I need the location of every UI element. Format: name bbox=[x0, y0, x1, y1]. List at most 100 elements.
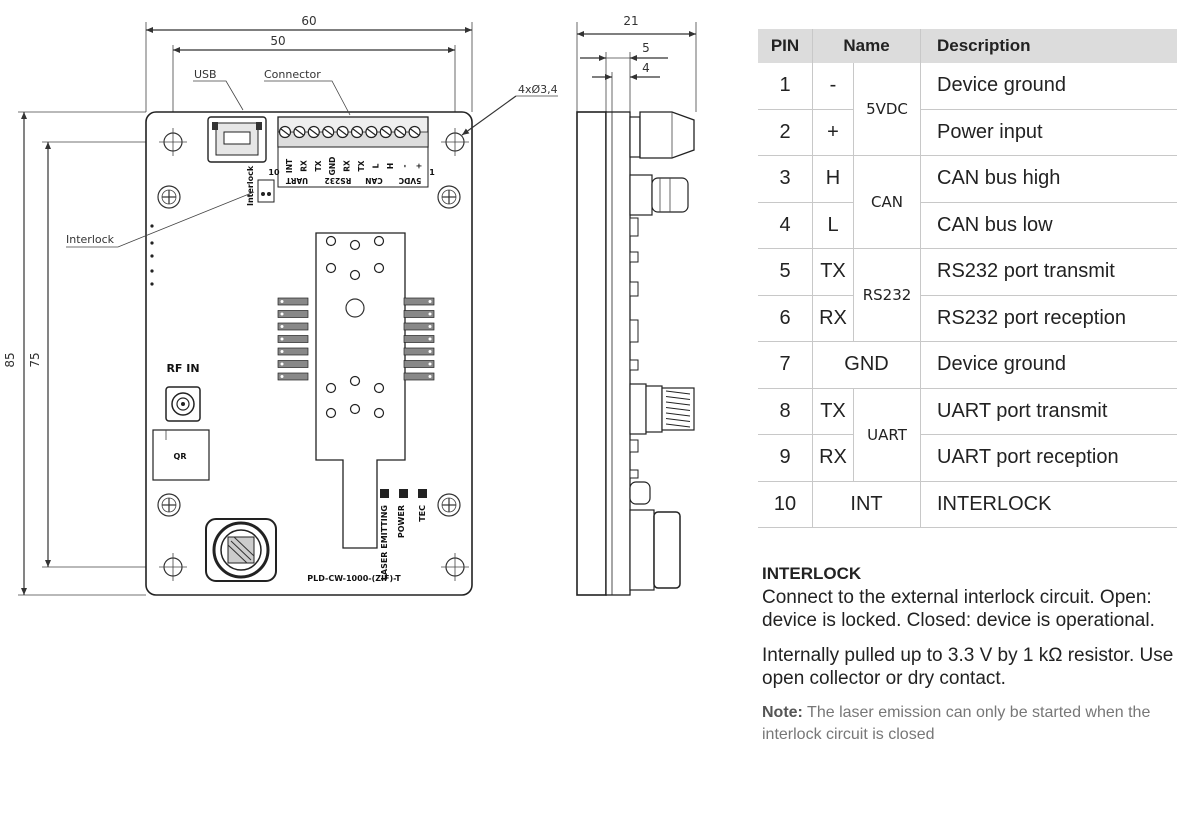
side-component bbox=[629, 359, 639, 371]
led-label-laser: LASER EMITTING bbox=[380, 505, 389, 580]
sma-thread-line bbox=[665, 390, 691, 395]
sma-thread-line bbox=[665, 396, 691, 400]
interlock-callout-label: Interlock bbox=[66, 233, 115, 246]
socket-hole bbox=[349, 403, 361, 415]
side-component bbox=[629, 281, 639, 297]
pin-description: INTERLOCK bbox=[920, 481, 1177, 528]
pin-label: TX bbox=[314, 160, 323, 171]
pin-table: PIN Name Description 1 - 5VDC Device gro… bbox=[758, 29, 1177, 528]
left-pads bbox=[277, 297, 309, 381]
pin-signal: RX bbox=[812, 434, 854, 482]
pad bbox=[403, 360, 435, 368]
table-row: 2 + Power input bbox=[758, 109, 1177, 156]
side-view: 21 5 4 bbox=[576, 14, 697, 596]
pin-signal: + bbox=[812, 109, 854, 156]
pin-number: 10 bbox=[758, 481, 813, 528]
table-row: 4 L CAN bus low bbox=[758, 202, 1177, 249]
socket-hole bbox=[373, 382, 385, 394]
pin-label: H bbox=[386, 163, 395, 169]
pad bbox=[403, 347, 435, 356]
table-row: 9 RX UART port reception bbox=[758, 434, 1177, 482]
holes-callout-label: 4xØ3,4 bbox=[518, 83, 558, 96]
table-row: 1 - 5VDC Device ground bbox=[758, 63, 1177, 156]
interlock-section: INTERLOCK Connect to the external interl… bbox=[762, 564, 1195, 746]
pin-group-label: CAN bbox=[365, 176, 383, 185]
mechanical-drawing: 60 50 85 75 bbox=[3, 14, 697, 596]
side-component bbox=[629, 217, 639, 237]
pad bbox=[277, 360, 309, 368]
pad bbox=[277, 322, 309, 331]
table-row: 7 GND Device ground bbox=[758, 341, 1177, 389]
terminal-screw bbox=[293, 125, 306, 139]
sma-thread-line bbox=[665, 407, 691, 411]
terminal-screw bbox=[350, 125, 364, 139]
pin-number-1: 1 bbox=[429, 168, 435, 177]
interlock-callout: Interlock bbox=[66, 191, 255, 248]
dim-21-label: 21 bbox=[623, 14, 638, 28]
pad bbox=[277, 310, 309, 318]
pcb-side bbox=[605, 111, 631, 596]
dim-85-label: 85 bbox=[3, 352, 17, 367]
socket-hole bbox=[373, 235, 385, 247]
pin-group-label: UART bbox=[285, 176, 308, 185]
pin-group: UART bbox=[853, 388, 921, 482]
sma-thread-line bbox=[665, 423, 691, 428]
pad bbox=[277, 335, 309, 343]
dim-50-label: 50 bbox=[270, 34, 285, 48]
pin-group: RS232 bbox=[853, 248, 921, 342]
pin-group: 5VDC bbox=[853, 63, 921, 156]
terminal-screw bbox=[379, 125, 392, 139]
terminal-screw bbox=[278, 125, 292, 139]
led-label-power: POWER bbox=[397, 505, 406, 538]
pin-number: 6 bbox=[758, 295, 813, 342]
table-row: 8 TX UART UART port transmit bbox=[758, 388, 1177, 482]
pin-label: INT bbox=[285, 158, 294, 173]
terminal-screw bbox=[322, 125, 335, 139]
terminal-connector bbox=[277, 116, 429, 148]
pin-signal: H bbox=[812, 155, 854, 203]
dim-75-label: 75 bbox=[28, 352, 42, 367]
pad bbox=[403, 335, 435, 343]
connector-callout-label: Connector bbox=[264, 68, 321, 81]
socket-hole bbox=[349, 375, 361, 387]
side-component bbox=[629, 319, 639, 343]
table-row: 10 INT INTERLOCK bbox=[758, 481, 1177, 528]
pin-description: CAN bus high bbox=[920, 155, 1177, 203]
mounting-hole-tr bbox=[441, 128, 469, 156]
terminal-screw bbox=[365, 125, 378, 139]
note-label: Note: bbox=[762, 704, 803, 721]
pin-description: UART port transmit bbox=[920, 388, 1177, 435]
pad-via bbox=[428, 300, 432, 303]
interlock-paragraph-2: Internally pulled up to 3.3 V by 1 kΩ re… bbox=[762, 645, 1174, 689]
pad-via bbox=[428, 325, 432, 328]
pin-number: 8 bbox=[758, 388, 813, 435]
table-row: 6 RX RS232 port reception bbox=[758, 295, 1177, 342]
pad-via bbox=[428, 312, 432, 316]
right-pads bbox=[403, 297, 435, 381]
interlock-jumper-label: Interlock bbox=[246, 165, 255, 206]
sma-thread-line bbox=[665, 401, 691, 406]
socket-hole bbox=[373, 407, 385, 419]
power-inductor bbox=[205, 518, 277, 582]
connector-callout: Connector bbox=[264, 68, 351, 116]
pin-number: 5 bbox=[758, 248, 813, 296]
pin-name: INT bbox=[812, 481, 921, 528]
mounting-hole-br bbox=[441, 553, 469, 581]
pad bbox=[403, 297, 435, 306]
socket-hole bbox=[373, 262, 385, 274]
pin-description: RS232 port reception bbox=[920, 295, 1177, 342]
socket-hole bbox=[325, 407, 337, 419]
pin-description: CAN bus low bbox=[920, 202, 1177, 249]
side-component bbox=[629, 469, 639, 479]
pad bbox=[277, 347, 309, 356]
dim-4-label: 4 bbox=[642, 61, 650, 75]
pin-label: GND bbox=[328, 157, 337, 176]
interlock-paragraph-1: Connect to the external interlock circui… bbox=[762, 587, 1155, 631]
mounting-hole-tl bbox=[159, 128, 187, 156]
pin-table-header: PIN Name Description bbox=[758, 29, 1177, 63]
pad-via bbox=[280, 362, 284, 366]
mounting-hole-bl bbox=[159, 553, 187, 581]
pad-via bbox=[280, 325, 284, 328]
side-component bbox=[629, 251, 639, 263]
pin-label: - bbox=[400, 164, 409, 167]
